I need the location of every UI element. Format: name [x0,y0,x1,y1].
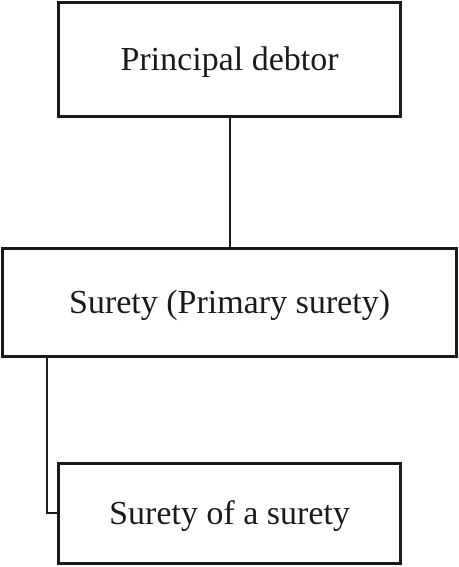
node-primary-surety-label: Surety (Primary surety) [68,283,391,321]
node-surety-of-a-surety: Surety of a surety [57,462,402,565]
node-primary-surety: Surety (Primary surety) [1,247,458,358]
node-surety-of-a-surety-label: Surety of a surety [109,494,350,532]
node-principal-debtor-label: Principal debtor [120,40,339,78]
connector-surety-to-sub-surety-horizontal [46,512,57,514]
connector-surety-to-sub-surety-vertical [46,358,48,514]
connector-principal-to-surety [229,118,231,247]
node-principal-debtor: Principal debtor [57,1,402,118]
